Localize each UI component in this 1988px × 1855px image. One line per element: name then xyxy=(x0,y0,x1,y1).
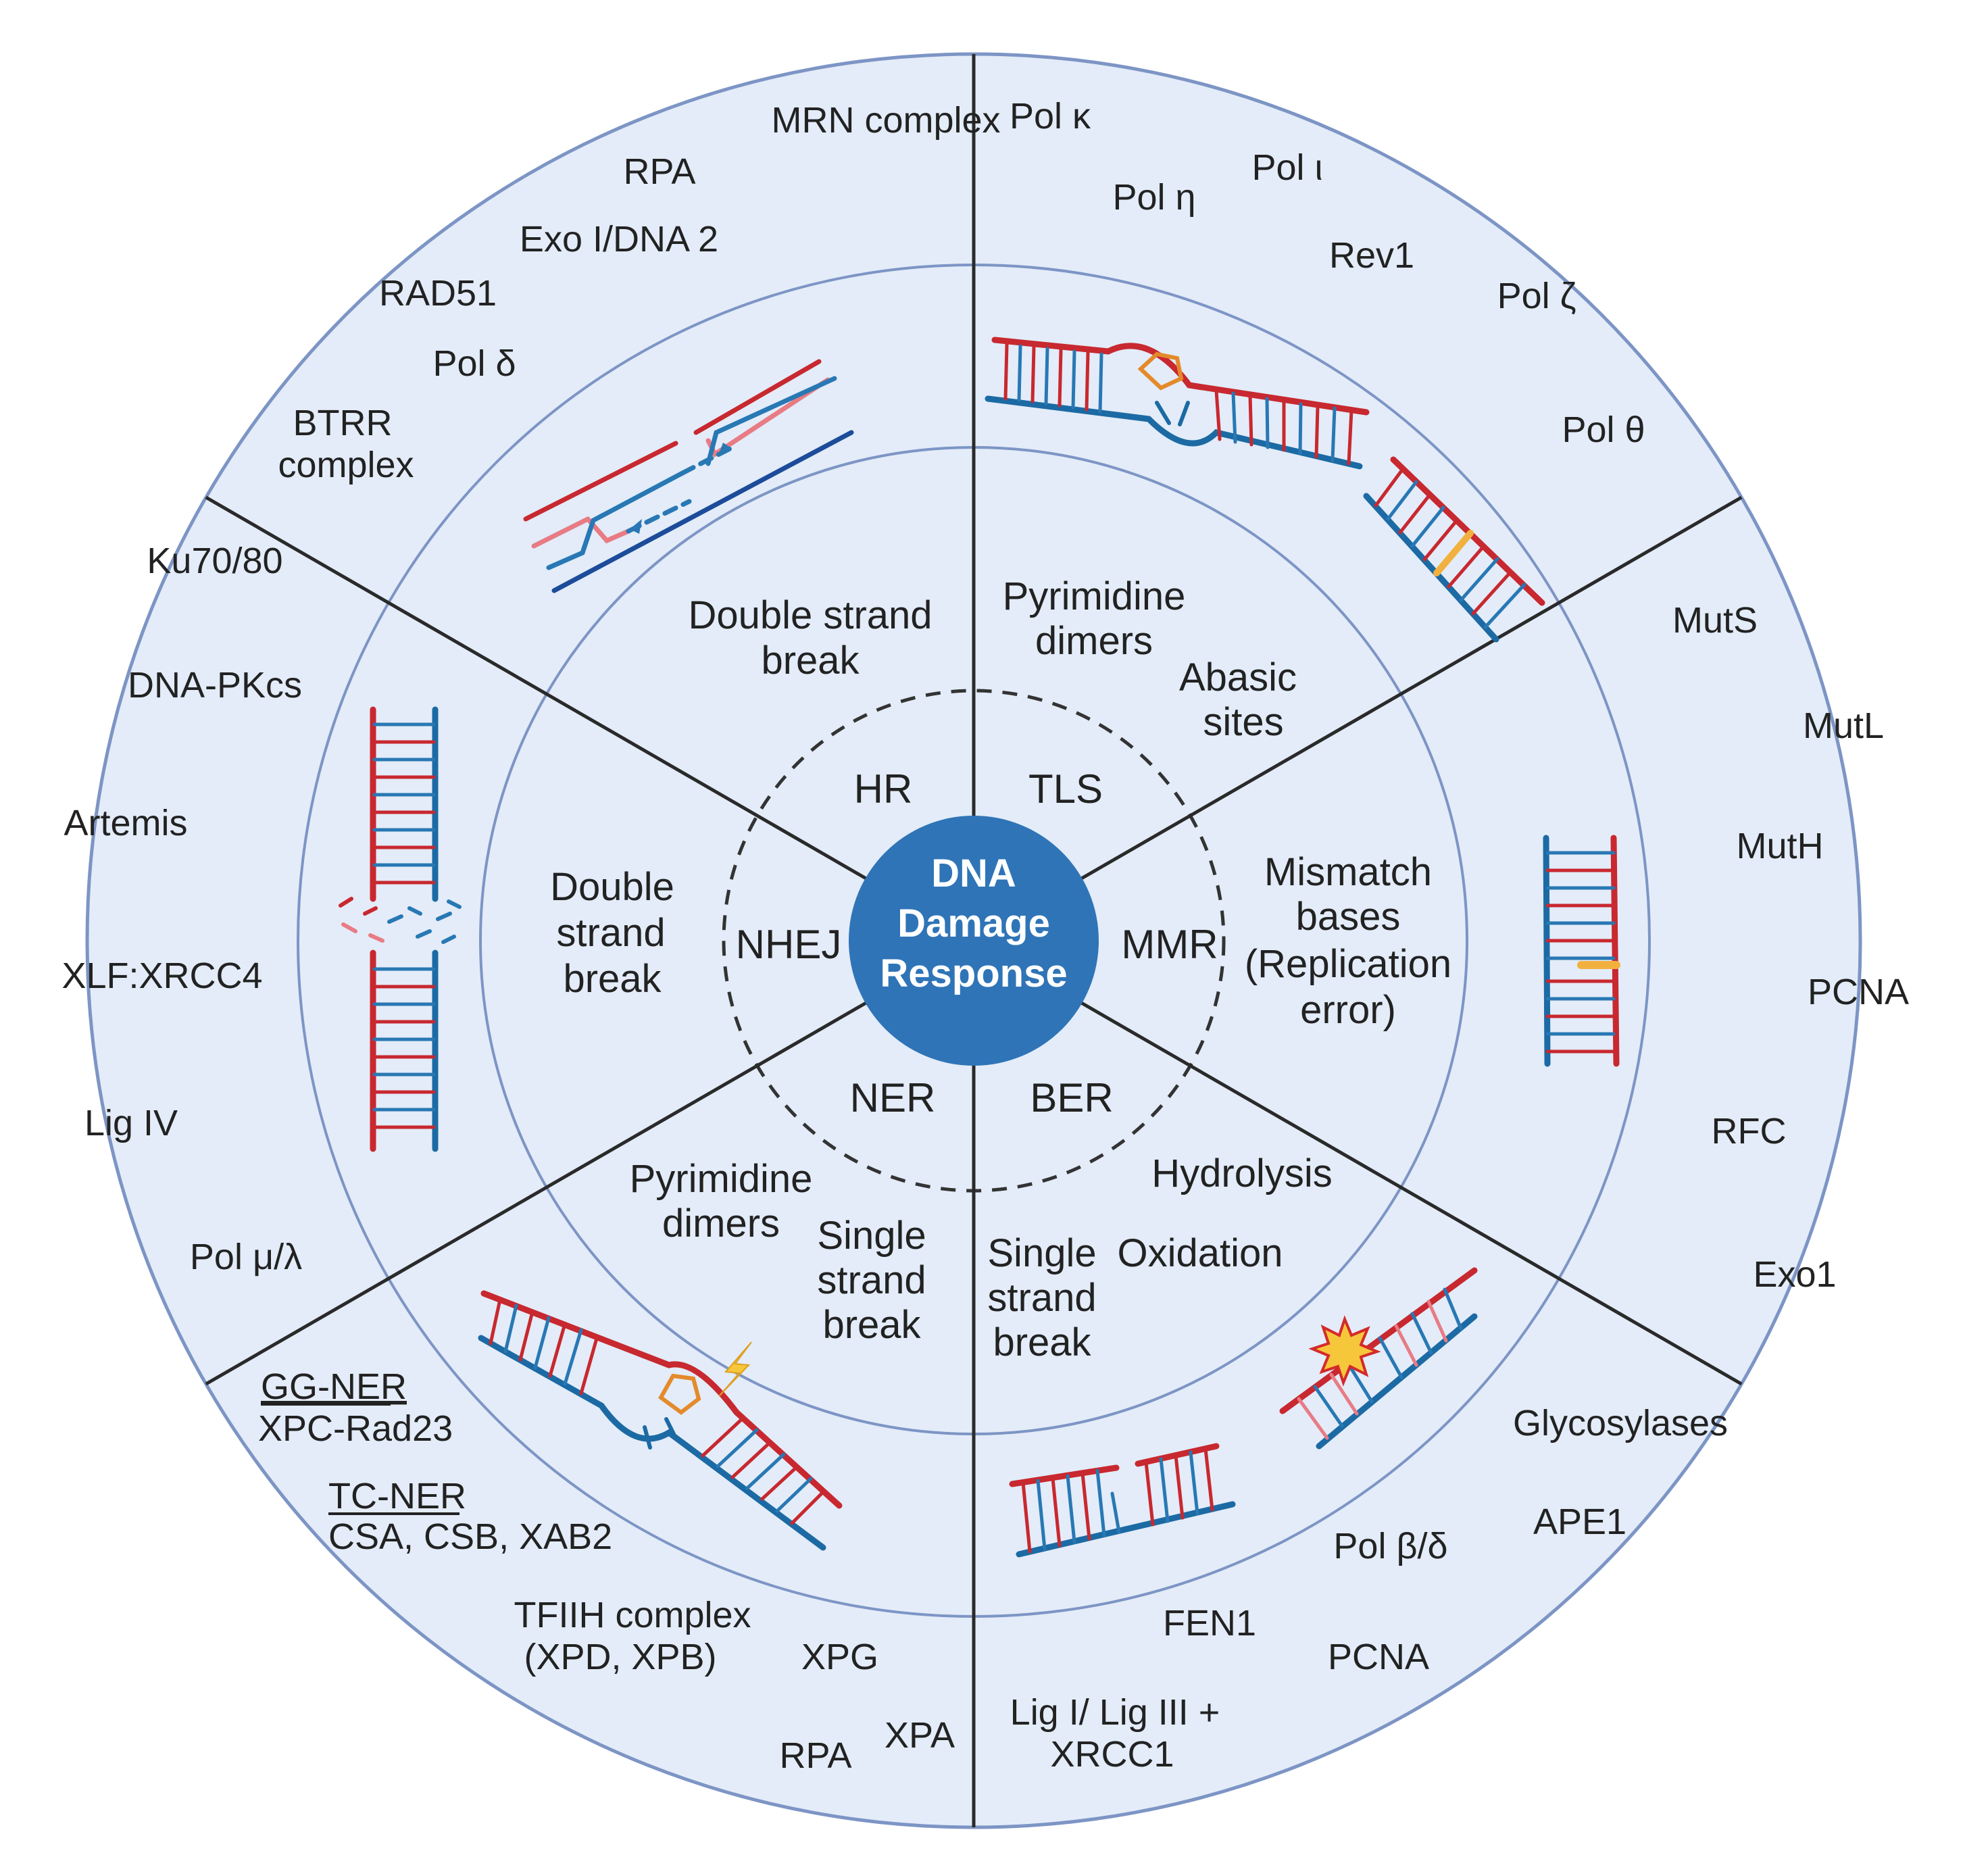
damage-tls-1b: dimers xyxy=(1035,619,1153,663)
pathway-hr: HR xyxy=(854,766,913,812)
protein-nhej-dnapk: DNA-PKcs xyxy=(128,665,302,706)
pathway-nhej: NHEJ xyxy=(736,922,842,967)
protein-ber-xrcc1: XRCC1 xyxy=(1050,1734,1174,1775)
protein-nhej-ku: Ku70/80 xyxy=(147,541,282,581)
damage-ner-1a: Pyrimidine xyxy=(630,1157,813,1201)
damage-ner-2c: break xyxy=(822,1303,921,1347)
protein-ner-tfiih: TFIIH complex xyxy=(514,1595,751,1635)
damage-mmr-2: bases xyxy=(1296,895,1401,939)
protein-ner-csa: CSA, CSB, XAB2 xyxy=(328,1516,612,1557)
protein-hr-pol-delta: Pol δ xyxy=(432,343,516,384)
pathway-ber: BER xyxy=(1030,1075,1113,1120)
damage-ber-3a: Single xyxy=(987,1231,1096,1275)
damage-tls-1a: Pyrimidine xyxy=(1003,574,1186,618)
oxidation-burst-icon xyxy=(1308,1315,1381,1387)
protein-tls-rev1: Rev1 xyxy=(1329,235,1414,276)
protein-nhej-lig4: Lig IV xyxy=(84,1103,178,1143)
center-line-3: Response xyxy=(880,951,1067,995)
damage-tls-2b: sites xyxy=(1203,700,1283,744)
protein-hr-complex: complex xyxy=(278,445,414,485)
protein-ner-xpc: XPC-Rad23 xyxy=(258,1408,453,1449)
protein-nhej-pol: Pol μ/λ xyxy=(190,1237,302,1277)
protein-mmr-exo1: Exo1 xyxy=(1753,1254,1836,1295)
protein-hr-mrn: MRN complex xyxy=(771,100,1000,141)
damage-mmr-1: Mismatch xyxy=(1264,850,1432,894)
protein-tls-eta: Pol η xyxy=(1112,177,1195,218)
protein-hr-rpa: RPA xyxy=(623,151,695,192)
damage-ber-3b: strand xyxy=(987,1276,1096,1320)
protein-ber-pcna: PCNA xyxy=(1328,1637,1429,1677)
dna-nicked-icon xyxy=(1009,1443,1236,1558)
dna-mismatch-vertical-icon xyxy=(1543,835,1620,1067)
protein-mmr-mutl: MutL xyxy=(1803,706,1884,746)
damage-ner-2a: Single xyxy=(817,1214,926,1258)
pathway-tls: TLS xyxy=(1028,766,1103,812)
damage-ber-3c: break xyxy=(993,1320,1091,1364)
damage-ber-1: Hydrolysis xyxy=(1151,1152,1333,1195)
protein-ner-rpa: RPA xyxy=(779,1735,851,1776)
damage-nhej-1: Double xyxy=(550,865,674,909)
center-line-1: DNA xyxy=(931,851,1016,895)
protein-mmr-muth: MutH xyxy=(1736,826,1823,866)
protein-ber-ape1: APE1 xyxy=(1533,1502,1626,1542)
damage-ber-2: Oxidation xyxy=(1117,1231,1283,1275)
damage-mmr-3: (Replication xyxy=(1245,942,1451,986)
protein-ner-tc: TC-NER xyxy=(328,1476,466,1516)
protein-mmr-rfc: RFC xyxy=(1712,1111,1787,1152)
protein-tls-iota: Pol ι xyxy=(1251,147,1322,188)
dna-bulge-icon xyxy=(985,337,1370,470)
damage-hr-2: break xyxy=(761,639,860,683)
center-line-2: Damage xyxy=(897,901,1050,945)
protein-ber-glycosylases: Glycosylases xyxy=(1513,1403,1728,1443)
protein-tls-zeta: Pol ζ xyxy=(1497,276,1576,316)
damage-nhej-3: break xyxy=(563,957,662,1001)
protein-ber-pol-beta: Pol β/δ xyxy=(1333,1526,1447,1566)
damage-tls-2a: Abasic xyxy=(1179,656,1297,699)
pathway-mmr: MMR xyxy=(1121,922,1218,967)
damage-ner-1b: dimers xyxy=(662,1202,780,1245)
damage-hr-1: Double strand xyxy=(688,593,932,637)
protein-ner-xpd: (XPD, XPB) xyxy=(524,1637,716,1677)
dna-double-break-icon xyxy=(339,706,462,1152)
protein-tls-theta: Pol θ xyxy=(1562,410,1645,450)
dna-damaged-base-icon xyxy=(1279,1267,1478,1450)
protein-mmr-pcna: PCNA xyxy=(1808,972,1909,1012)
protein-nhej-artemis: Artemis xyxy=(64,803,187,843)
protein-hr-rad51: RAD51 xyxy=(379,273,497,314)
dna-bulge-uv-icon xyxy=(478,1290,843,1551)
protein-ner-gg: GG-NER xyxy=(261,1366,407,1407)
protein-tls-kappa: Pol κ xyxy=(1010,96,1091,137)
protein-hr-btrr: BTRR xyxy=(293,403,393,443)
protein-mmr-muts: MutS xyxy=(1672,600,1758,641)
dna-mismatch-icon xyxy=(1363,456,1545,643)
protein-ber-lig: Lig I/ Lig III + xyxy=(1010,1692,1220,1733)
damage-nhej-2: strand xyxy=(556,911,665,955)
protein-ber-fen1: FEN1 xyxy=(1163,1603,1256,1643)
damage-mmr-4: error) xyxy=(1300,988,1396,1032)
uv-lightning-icon xyxy=(718,1341,752,1397)
pathway-ner: NER xyxy=(850,1075,936,1120)
protein-nhej-xlf: XLF:XRCC4 xyxy=(61,956,262,996)
protein-ner-xpa: XPA xyxy=(885,1715,955,1756)
dna-crossover-icon xyxy=(523,359,854,593)
damage-ner-2b: strand xyxy=(817,1258,926,1302)
protein-ner-xpg: XPG xyxy=(801,1637,878,1677)
protein-hr-exo: Exo I/DNA 2 xyxy=(520,219,718,259)
center-circle xyxy=(849,816,1099,1066)
